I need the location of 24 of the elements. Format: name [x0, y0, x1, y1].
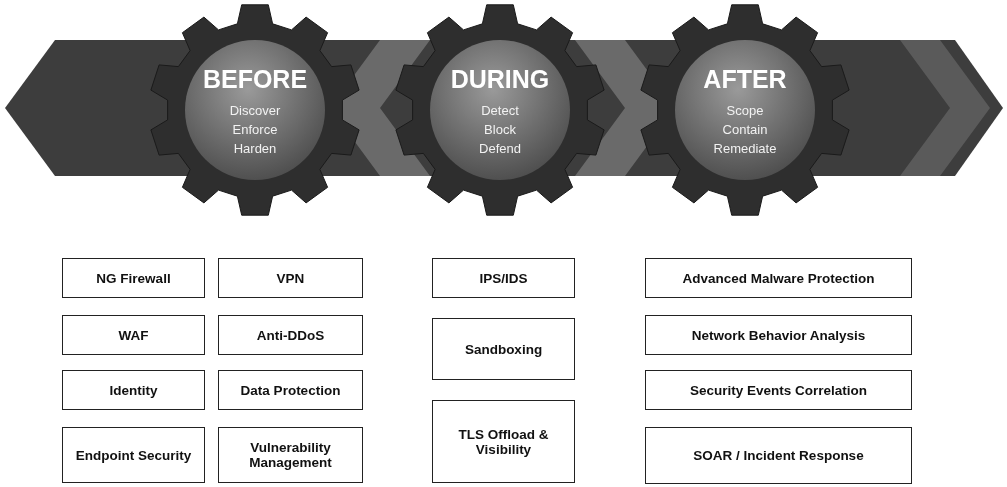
feature-box: Security Events Correlation [645, 370, 912, 410]
feature-box: SOAR / Incident Response [645, 427, 912, 484]
gear [638, 3, 852, 217]
feature-box: Anti-DDoS [218, 315, 363, 355]
feature-box: Sandboxing [432, 318, 575, 380]
feature-box: Vulnerability Management [218, 427, 363, 483]
feature-box: WAF [62, 315, 205, 355]
gear [148, 3, 362, 217]
feature-box: Identity [62, 370, 205, 410]
feature-box: Data Protection [218, 370, 363, 410]
feature-box: Network Behavior Analysis [645, 315, 912, 355]
feature-box: IPS/IDS [432, 258, 575, 298]
feature-box: NG Firewall [62, 258, 205, 298]
gear-text: Scope Contain Remediate [713, 102, 777, 158]
feature-box: Endpoint Security [62, 427, 205, 483]
gear-heading: AFTER [702, 65, 788, 94]
gear-text: Discover Enforce Harden [229, 102, 281, 158]
feature-box: Advanced Malware Protection [645, 258, 912, 298]
gear-heading: DURING [449, 65, 551, 94]
feature-box: TLS Offload & Visibility [432, 400, 575, 483]
gear-heading: BEFORE [201, 65, 309, 94]
gear [393, 3, 607, 217]
feature-box: VPN [218, 258, 363, 298]
gear-text: Detect Block Defend [479, 102, 521, 158]
